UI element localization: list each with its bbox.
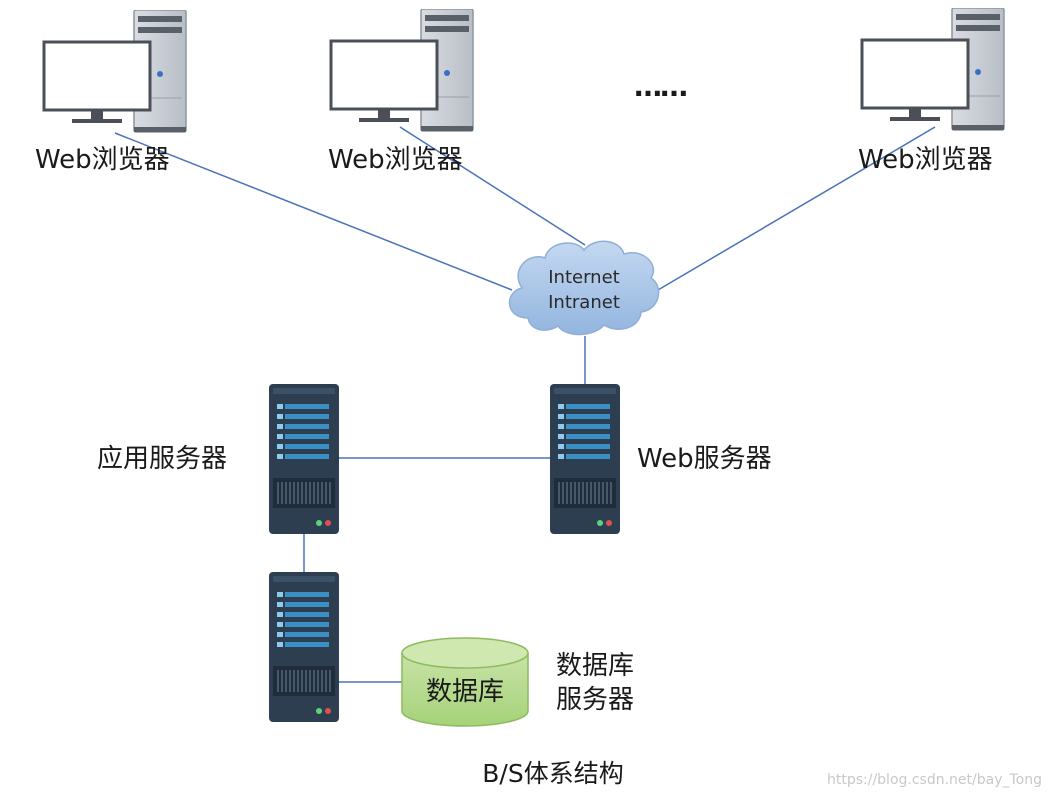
network-cloud: Internet Intranet — [508, 240, 660, 336]
database-node: 数据库 — [401, 637, 529, 727]
link-browser-2-cloud — [399, 126, 586, 246]
db-server-label-line1: 数据库 — [556, 651, 634, 681]
db-server-label-line2: 服务器 — [556, 685, 634, 715]
rack-server-icon — [269, 572, 339, 722]
link-browser-1-cloud — [114, 132, 513, 291]
ellipsis-more-browsers: …… — [634, 70, 686, 103]
browser-node-3: Web浏览器 — [858, 8, 1006, 175]
app-server-node: 应用服务器 — [97, 384, 339, 534]
cloud-label-intranet: Intranet — [548, 292, 620, 313]
browser-label: Web浏览器 — [858, 145, 993, 175]
web-server-node: Web服务器 — [550, 384, 772, 534]
app-server-label: 应用服务器 — [97, 444, 227, 474]
database-cylinder-icon — [401, 653, 529, 727]
cloud-label-internet: Internet — [548, 267, 619, 288]
browser-node-1: Web浏览器 — [35, 10, 188, 175]
rack-server-icon — [550, 384, 620, 534]
browser-label: Web浏览器 — [35, 145, 170, 175]
browser-node-2: Web浏览器 — [328, 9, 475, 175]
desktop-pc-icon — [42, 10, 188, 134]
web-server-label: Web服务器 — [637, 444, 772, 474]
browser-label: Web浏览器 — [328, 145, 463, 175]
cloud-icon — [508, 240, 660, 336]
rack-server-icon — [269, 384, 339, 534]
desktop-pc-icon — [329, 9, 475, 133]
link-browser-3-cloud — [657, 126, 936, 291]
connection-lines — [114, 126, 936, 683]
diagram-caption: B/S体系结构 — [482, 759, 623, 788]
watermark: https://blog.csdn.net/bay_Tong — [827, 772, 1042, 788]
db-server-node: 数据库 服务器 — [269, 572, 634, 722]
database-cylinder-top — [401, 637, 529, 669]
desktop-pc-icon — [860, 8, 1006, 132]
database-label: 数据库 — [426, 677, 504, 707]
